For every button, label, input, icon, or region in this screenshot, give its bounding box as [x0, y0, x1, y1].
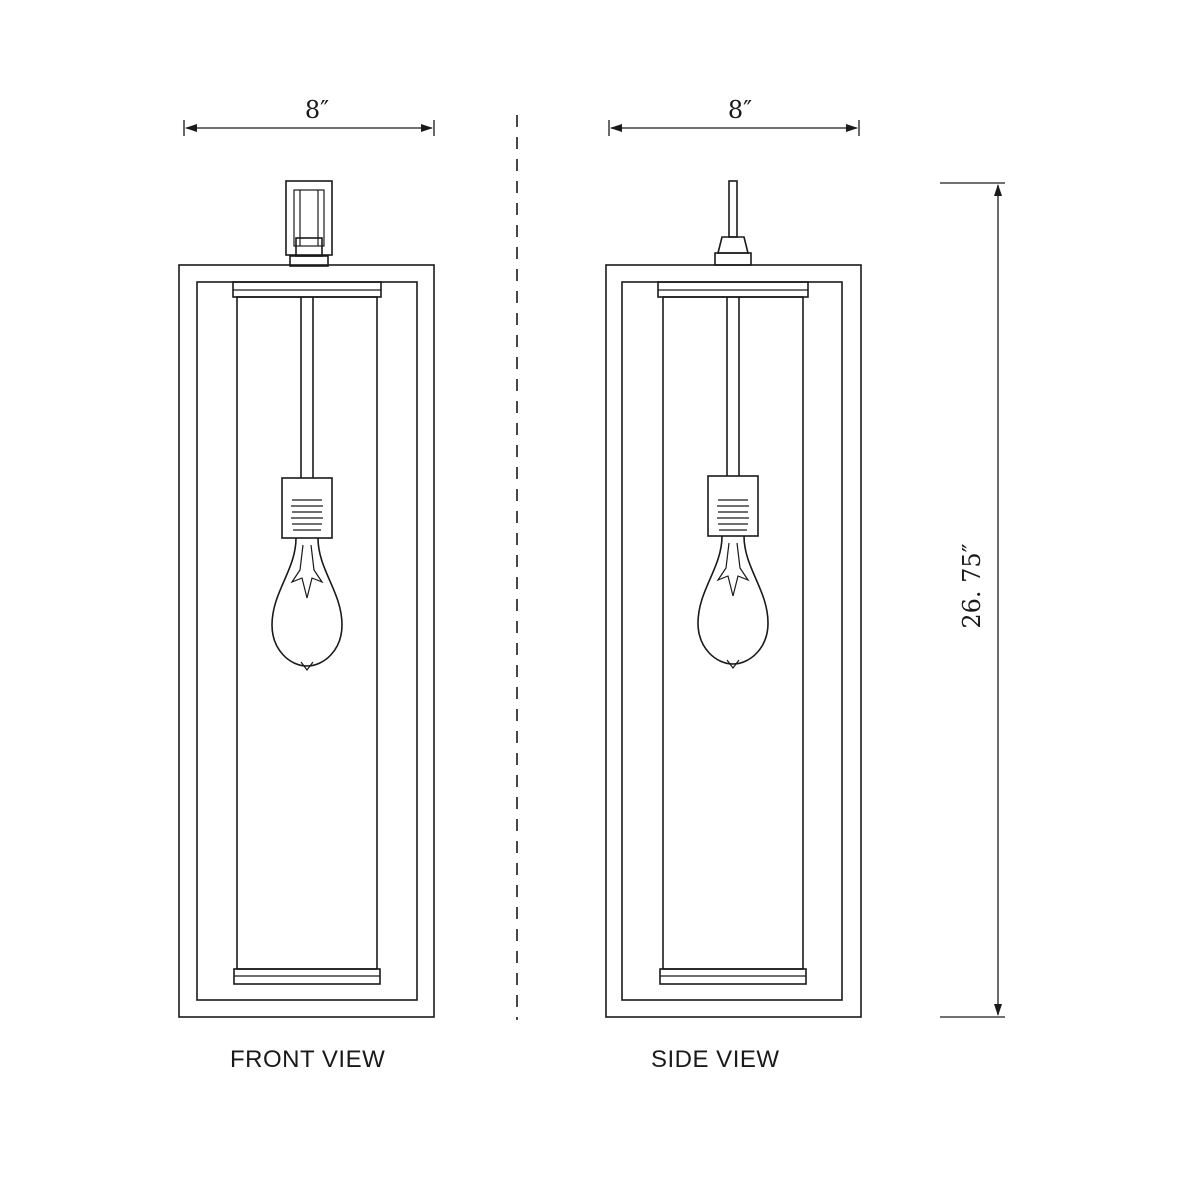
front-view-fixture — [178, 180, 435, 1018]
height-label: 26. 75″ — [958, 543, 986, 628]
height-dimension: 26. 75″ — [940, 182, 1005, 1018]
side-width-label: 8″ — [728, 96, 752, 124]
side-view-fixture — [605, 180, 862, 1018]
side-view-caption: SIDE VIEW — [651, 1046, 780, 1073]
front-view-caption: FRONT VIEW — [230, 1046, 386, 1073]
front-width-dimension: 8″ — [183, 96, 435, 136]
front-width-label: 8″ — [305, 96, 329, 124]
side-width-dimension: 8″ — [608, 96, 860, 136]
